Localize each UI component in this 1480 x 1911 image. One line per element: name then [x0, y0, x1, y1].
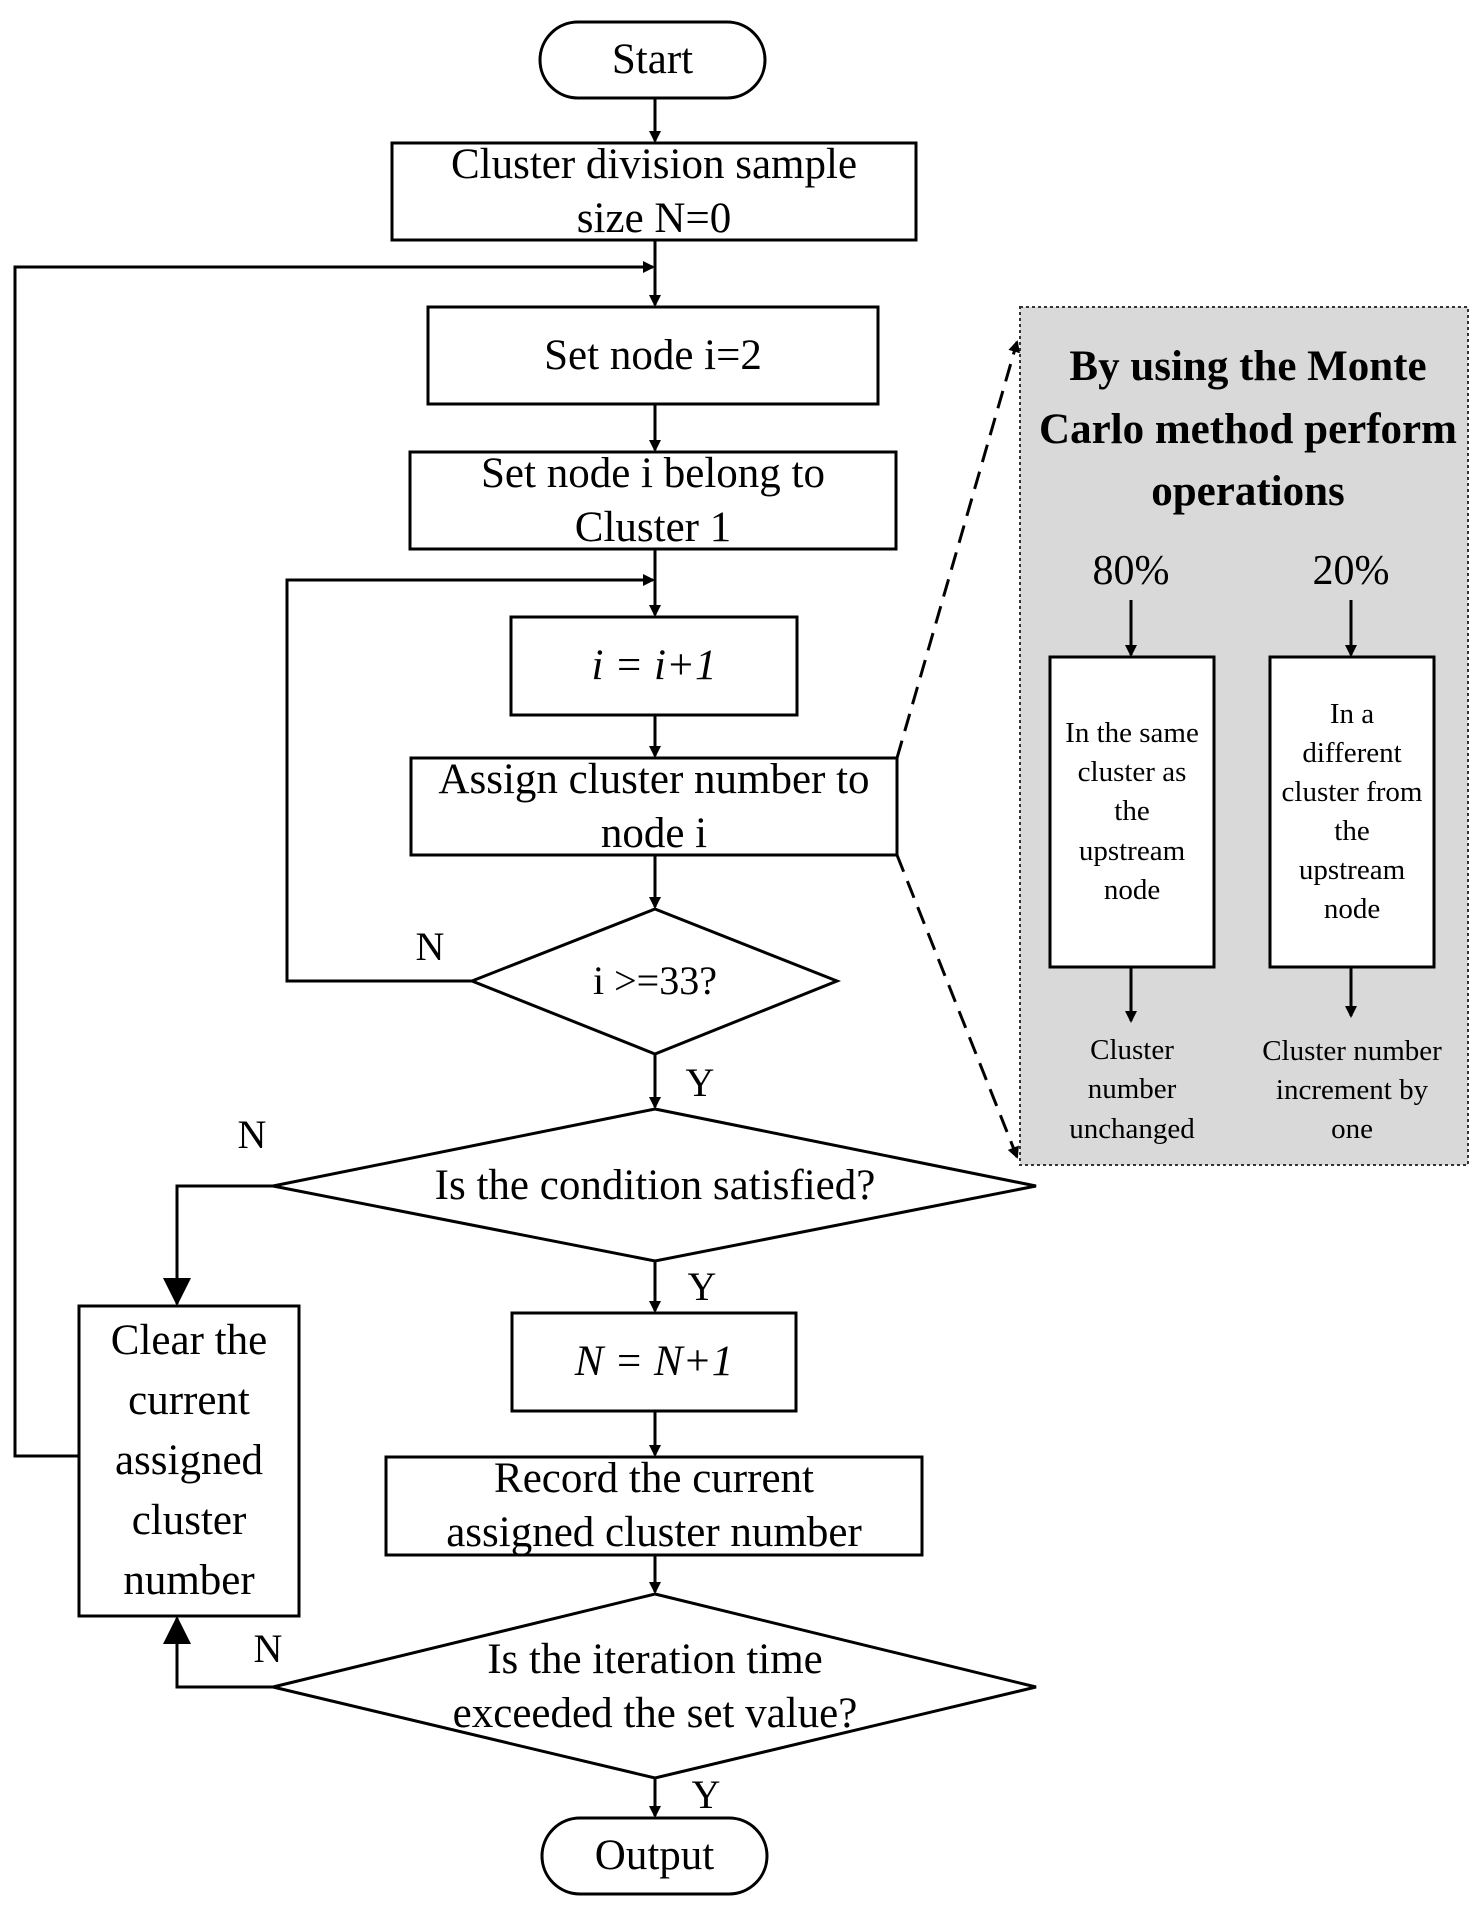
- dashed-link-bottom: [895, 854, 1019, 1159]
- set-node-label: Set node i=2: [544, 331, 762, 379]
- record-box-shape: [384, 1455, 924, 1557]
- iteration-no-label: N: [253, 1626, 283, 1671]
- set-node-box-shape: [426, 305, 880, 406]
- unchanged-result-label: Cluster number unchanged: [1069, 1034, 1195, 1145]
- check-i-yes-label: Y: [685, 1060, 715, 1105]
- increment-box-shape: [509, 615, 799, 717]
- output-label: Output: [594, 1832, 715, 1880]
- clear-label: Clear the current assigned cluster numbe…: [110, 1316, 268, 1605]
- n-plus-box-shape: [510, 1311, 798, 1413]
- iteration-label: Is the iteration time exceeded the set v…: [452, 1636, 858, 1737]
- arrow-iteration-no-to-clear: [163, 1616, 273, 1689]
- condition-no-label: N: [237, 1112, 267, 1157]
- increment-label: i = i+1: [591, 642, 717, 690]
- belong-label: Set node i belong to Cluster 1: [481, 449, 825, 551]
- right-percent-label: 20%: [1312, 547, 1390, 594]
- belong-box-shape: [408, 450, 898, 551]
- init-label: Cluster division sample size N=0: [450, 140, 858, 242]
- left-percent-label: 80%: [1092, 547, 1170, 594]
- check-i-label: i >=33?: [593, 958, 717, 1003]
- start-label: Start: [611, 36, 694, 84]
- clear-box-shape: [77, 1304, 301, 1618]
- condition-label: Is the condition satisfied?: [434, 1162, 876, 1210]
- same-cluster-label: In the same cluster as the upstream node: [1065, 717, 1199, 906]
- start-terminal-shape: [538, 20, 767, 100]
- record-label: Record the current assigned cluster numb…: [446, 1455, 862, 1556]
- arrow-condition-no-to-clear: [163, 1184, 273, 1306]
- dashed-link-top: [895, 340, 1020, 759]
- output-terminal-shape: [540, 1816, 769, 1896]
- n-plus-label: N = N+1: [574, 1338, 734, 1386]
- condition-yes-label: Y: [687, 1264, 717, 1309]
- assign-box-shape: [409, 756, 899, 857]
- different-cluster-label: In a different cluster from the upstream…: [1281, 697, 1423, 926]
- assign-label: Assign cluster number to node i: [438, 755, 870, 857]
- loop-check-i-no: [285, 574, 655, 983]
- monte-carlo-title: By using the Monte Carlo method perform …: [1039, 343, 1457, 516]
- check-i-no-label: N: [415, 924, 445, 969]
- iteration-yes-label: Y: [691, 1772, 721, 1817]
- loop-clear-to-set-node: [13, 261, 655, 1458]
- increment-result-label: Cluster number increment by one: [1262, 1034, 1442, 1146]
